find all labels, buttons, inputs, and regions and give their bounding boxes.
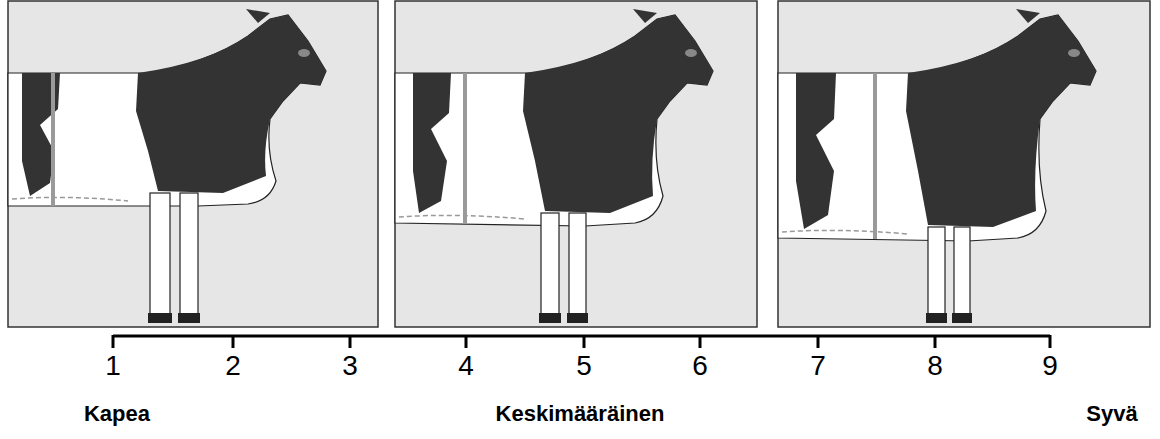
average-cow-panel: [395, 1, 757, 327]
deep-cow-panel: [778, 1, 1150, 327]
scale-number: 8: [927, 352, 943, 380]
narrow-cow-panel: [8, 1, 378, 327]
scale-end-label: Syvä: [1086, 403, 1137, 425]
scale-number: 7: [810, 352, 826, 380]
scale-number: 4: [458, 352, 474, 380]
scale-number: 6: [692, 352, 708, 380]
scale-number: 1: [105, 352, 121, 380]
scale-axis: [113, 335, 1050, 348]
scale-middle-label: Keskimääräinen: [496, 403, 665, 425]
scale-number: 2: [225, 352, 241, 380]
scale-number: 9: [1042, 352, 1058, 380]
scale-number: 5: [576, 352, 592, 380]
scale-end-label: Kapea: [84, 403, 150, 425]
scale-number: 3: [342, 352, 358, 380]
